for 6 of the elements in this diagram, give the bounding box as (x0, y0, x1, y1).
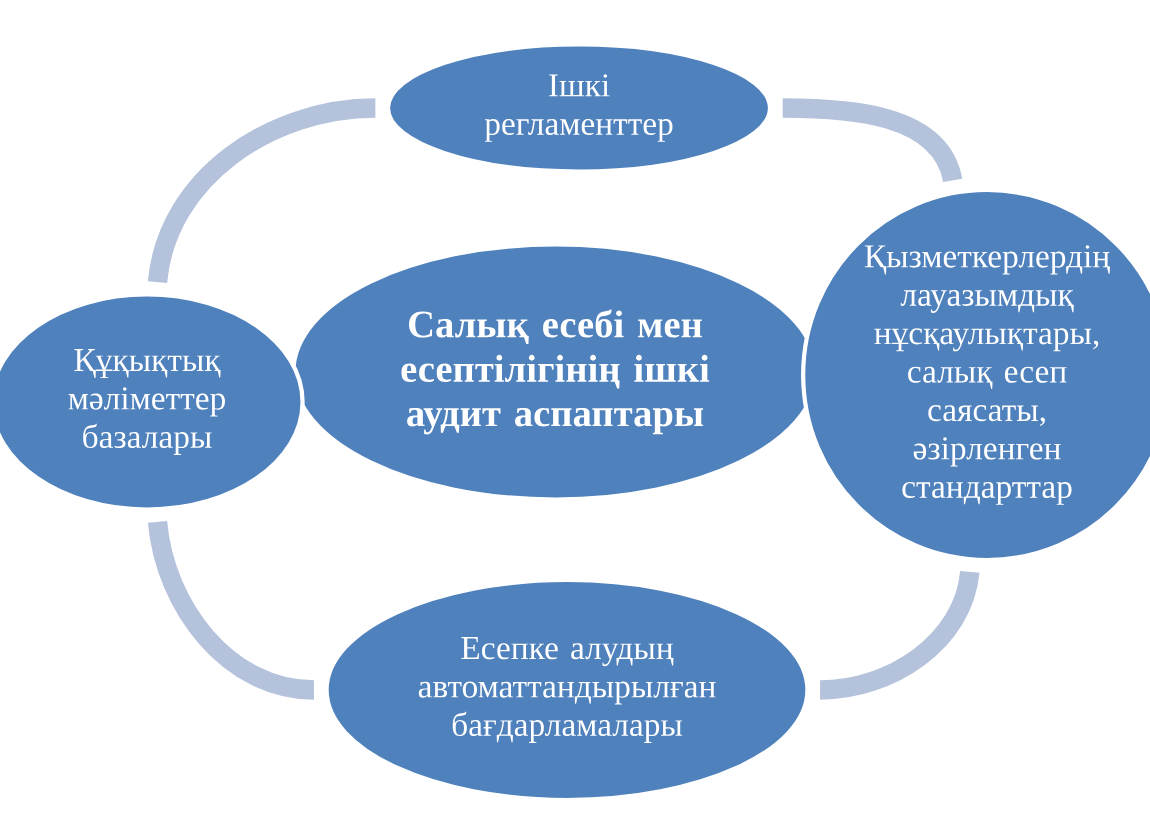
ellipse-node: Есепке алудың автоматтандырылған бағдарламалары (324, 577, 810, 803)
ring-connector (147, 520, 315, 700)
ellipse-node: Қызметкерлердің лауазымдық нұсқаулықтары, салық есеп саясаты, әзірленген стандарттар (801, 187, 1150, 563)
ring-connector (147, 98, 376, 284)
ellipse-node: Ішкі регламенттер (385, 42, 773, 174)
ring-connector (819, 570, 980, 700)
